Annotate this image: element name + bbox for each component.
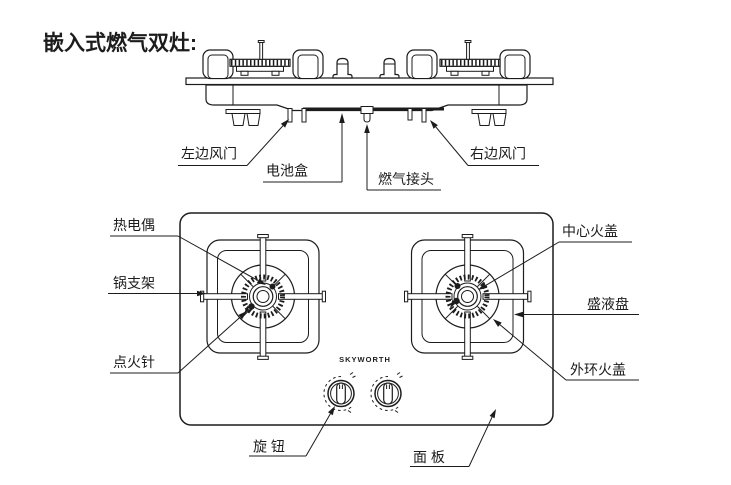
- label-gas-connector: 燃气接头: [378, 171, 434, 187]
- left-damper-pin: [287, 108, 293, 123]
- right-burner: [404, 234, 532, 360]
- top-view-callouts: 热电偶 锅支架 点火针 中心火盖 盛液盘 外环火盖: [108, 217, 639, 467]
- right-outer-flame-ring: [445, 274, 490, 319]
- callout-knob: 旋 钮: [249, 406, 335, 457]
- label-drip-pan: 盛液盘: [587, 296, 629, 312]
- label-knob: 旋 钮: [253, 439, 285, 455]
- thermocouple-pin: [259, 42, 264, 60]
- label-battery-box: 电池盒: [266, 163, 308, 179]
- left-foot: [225, 109, 261, 126]
- callout-drip-pan: 盛液盘: [514, 296, 639, 318]
- label-ignition-needle: 点火针: [113, 354, 155, 370]
- brand-logo: SKYWORTH: [339, 355, 391, 364]
- side-right-burner: [406, 40, 531, 80]
- left-thermocouple-dot: [269, 283, 276, 290]
- gas-connector-nozzle: [360, 106, 374, 123]
- left-outer-flame-ring: [241, 274, 285, 319]
- callout-gas-connector: 燃气接头: [364, 124, 441, 191]
- side-left-burner: [202, 40, 324, 80]
- right-center-cap: [457, 286, 478, 307]
- callout-ignition-needle: 点火针: [110, 311, 247, 374]
- left-center-cap: [252, 286, 274, 307]
- top-view: SKYWORTH: [179, 212, 554, 426]
- callout-center-burner-cap: 中心火盖: [478, 223, 632, 290]
- left-burner: [200, 234, 326, 360]
- callout-panel: 面 板: [410, 409, 496, 467]
- label-outer-ring-cap: 外环火盖: [570, 362, 626, 378]
- side-knobs: [332, 57, 400, 79]
- callout-outer-ring-cap: 外环火盖: [493, 319, 639, 381]
- side-view-callouts: 左边风门 电池盒 燃气接头 右边风门: [178, 113, 539, 191]
- label-thermocouple: 热电偶: [113, 217, 155, 233]
- callout-right-damper: 右边风门: [430, 120, 539, 166]
- left-knob-grip: [336, 382, 346, 405]
- label-center-burner-cap: 中心火盖: [562, 223, 618, 239]
- countertop: [185, 77, 554, 86]
- right-knob-grip: [383, 382, 393, 405]
- right-thermocouple-dot: [454, 283, 461, 289]
- label-pot-support: 锅支架: [113, 275, 155, 291]
- right-foot: [471, 109, 507, 126]
- left-knob: [323, 372, 356, 413]
- side-view: [185, 40, 554, 126]
- callout-battery-box: 电池盒: [263, 113, 345, 183]
- label-panel: 面 板: [413, 449, 445, 465]
- right-knob: [370, 372, 403, 413]
- callout-left-damper: 左边风门: [178, 119, 289, 166]
- label-left-damper: 左边风门: [181, 146, 237, 162]
- callout-thermocouple: 热电偶: [110, 217, 266, 285]
- right-damper-pin: [421, 108, 427, 123]
- page-title: 嵌入式燃气双灶:: [43, 31, 197, 55]
- label-right-damper: 右边风门: [470, 146, 526, 162]
- right-igniter-dot: [453, 297, 460, 305]
- callout-pot-support: 锅支架: [108, 275, 206, 297]
- left-igniter-dot: [248, 303, 255, 310]
